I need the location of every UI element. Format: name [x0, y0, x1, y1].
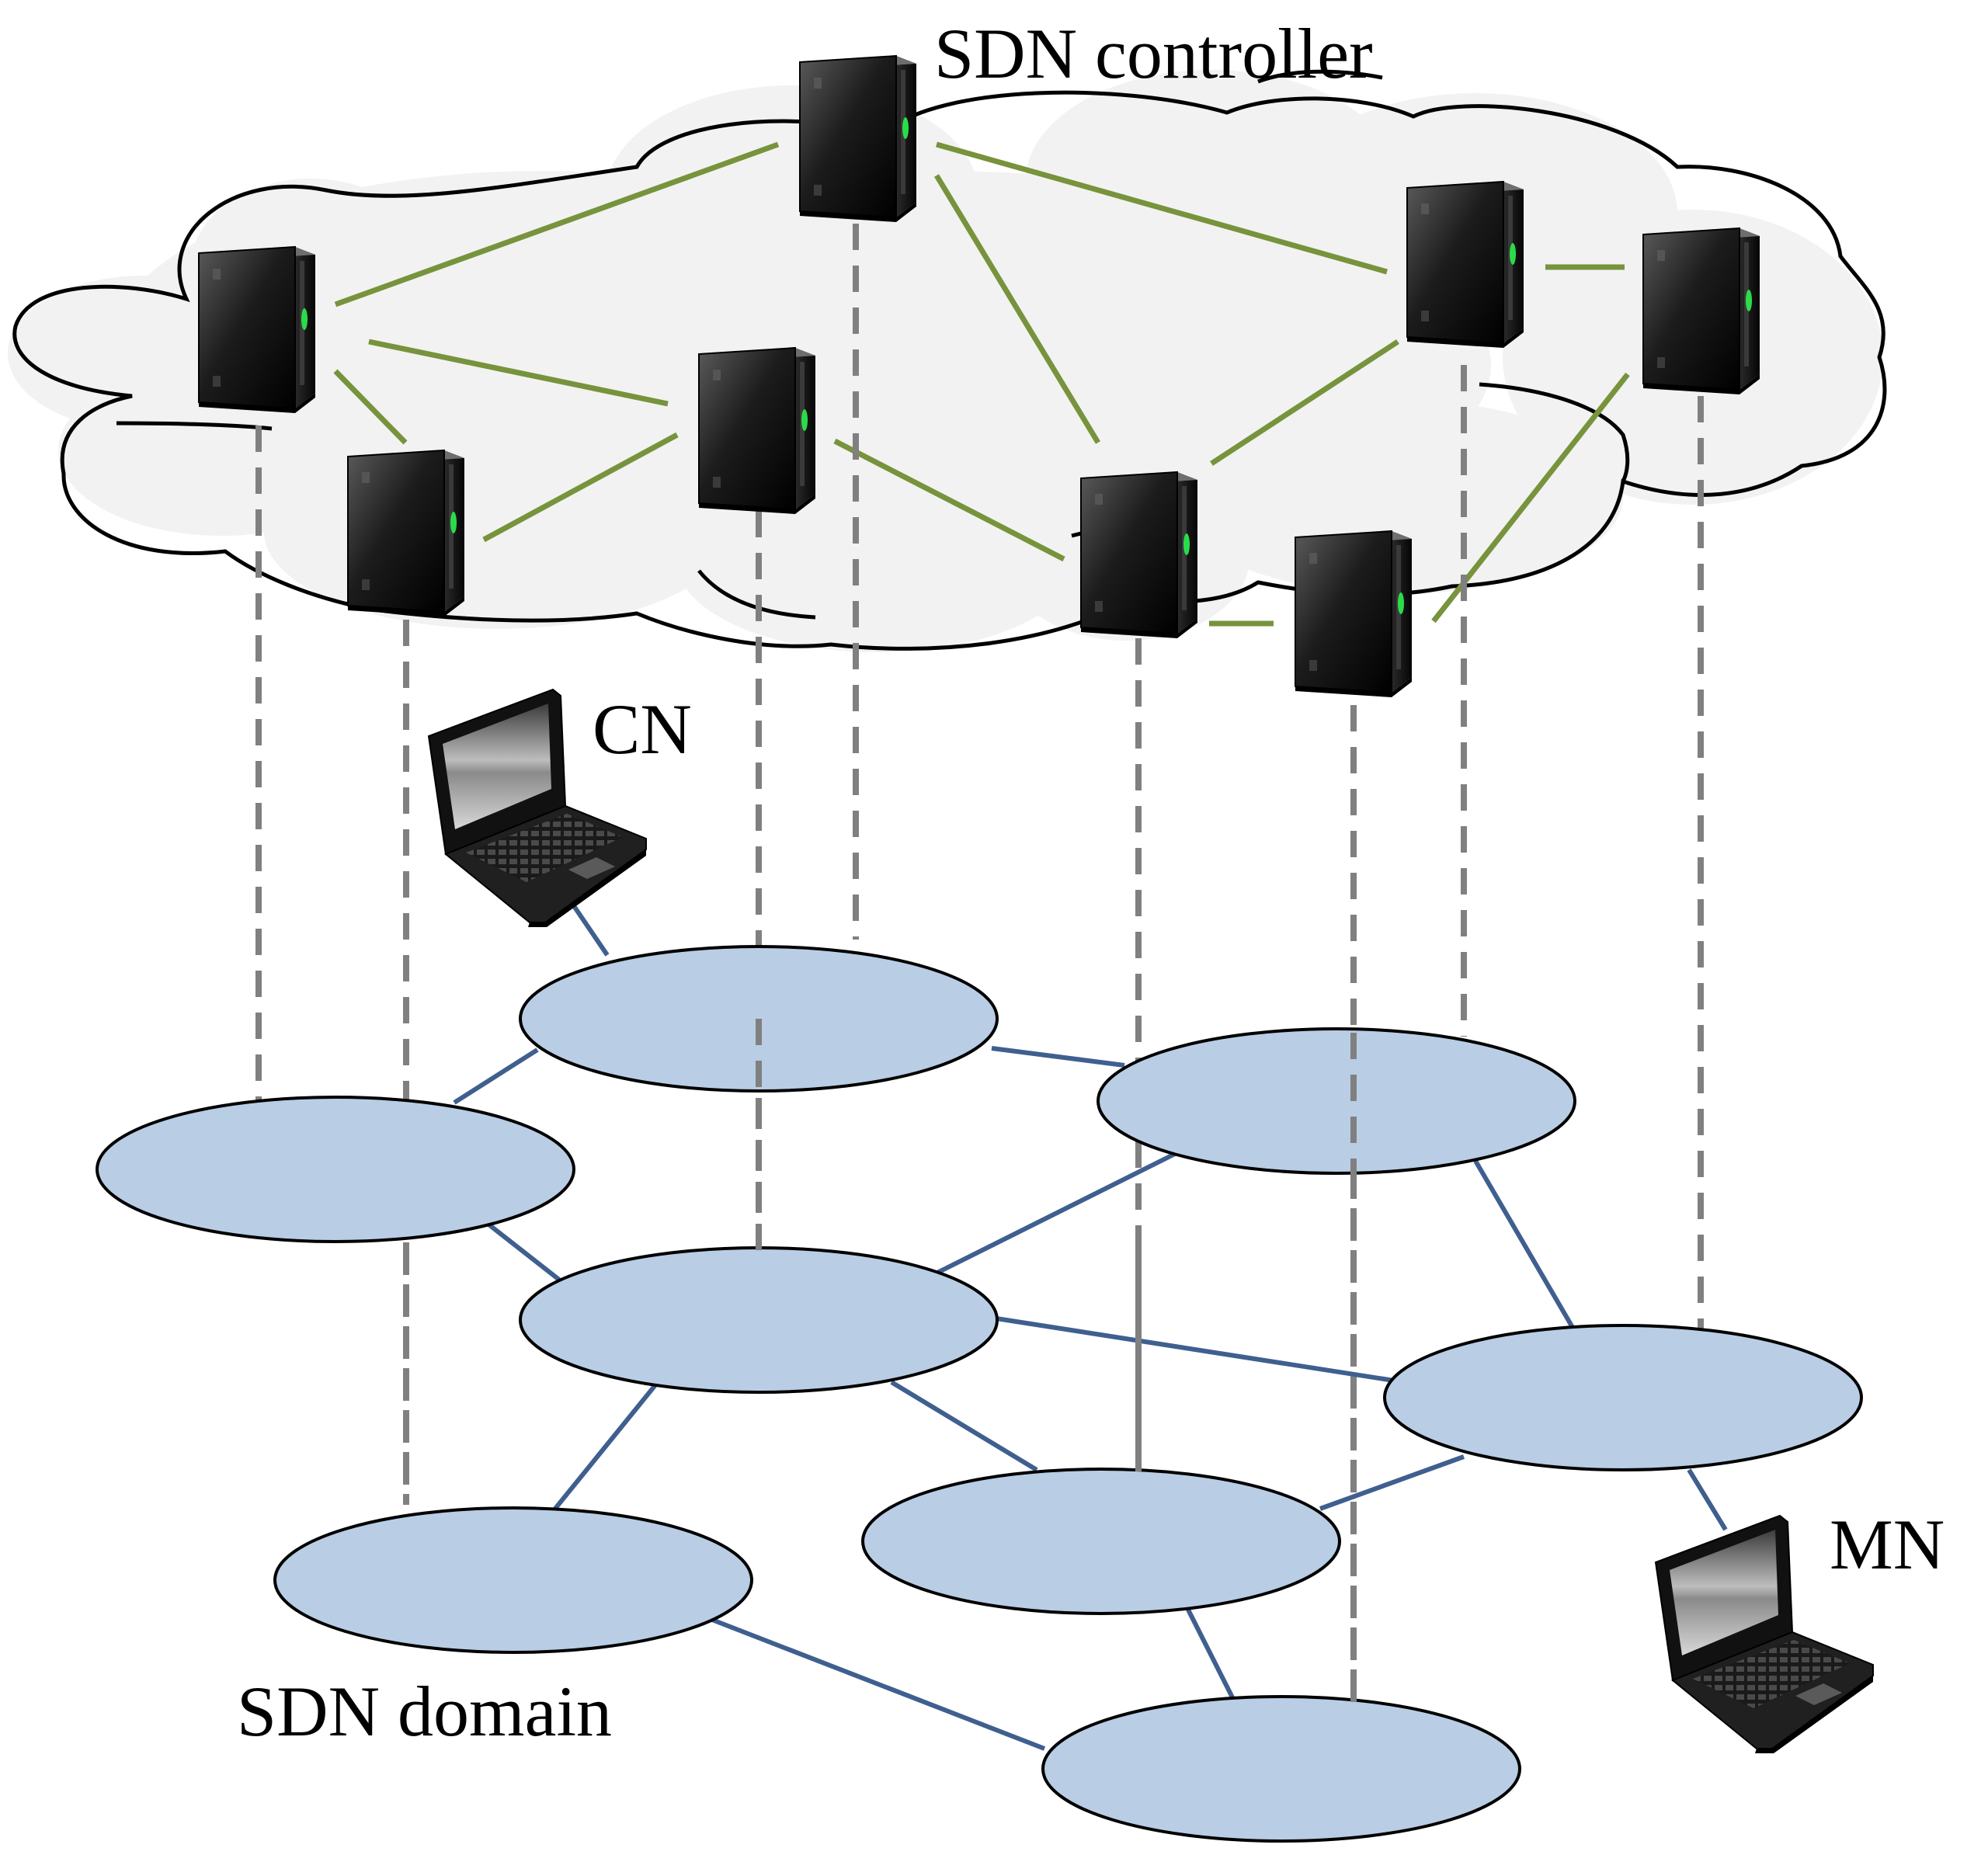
controller-server-icon: [1295, 530, 1413, 698]
switch-link: [453, 1047, 539, 1105]
controller-link: [368, 339, 669, 407]
switch-link: [934, 1151, 1178, 1276]
switch-link: [1186, 1608, 1237, 1704]
controller-label: SDN controller: [934, 14, 1373, 93]
controller-link: [936, 141, 1388, 275]
sdn-switch: [273, 1506, 753, 1654]
controller-server-icon: [347, 450, 465, 617]
switch-link: [482, 1218, 561, 1282]
controller-link: [334, 141, 780, 307]
controller-link: [333, 369, 408, 445]
switch-link: [1473, 1159, 1579, 1336]
domain-label: SDN domain: [237, 1672, 612, 1751]
controller-server-icon: [1080, 471, 1198, 639]
controller-server-icon: [799, 55, 917, 223]
sdn-switch: [1097, 1027, 1576, 1175]
controller-link: [1210, 339, 1399, 466]
controller-link: [934, 174, 1100, 444]
switch-link: [711, 1617, 1046, 1751]
switch-link: [552, 1381, 660, 1511]
controller-server-icon: [198, 246, 316, 414]
host-link: [1687, 1468, 1728, 1531]
cn-label: CN: [593, 690, 692, 769]
sdn-switch: [861, 1468, 1341, 1615]
sdn-switch: [1041, 1695, 1521, 1843]
switch-link: [991, 1046, 1125, 1068]
controller-link: [482, 432, 679, 543]
controller-server-icon: [698, 347, 816, 515]
controller-server-icon: [1642, 228, 1760, 395]
controller-link: [833, 438, 1065, 562]
host-link: [567, 898, 610, 957]
switch-link: [996, 1316, 1395, 1383]
sdn-switch: [519, 1246, 999, 1394]
switch-link: [1319, 1454, 1465, 1511]
mn-label: MN: [1830, 1505, 1945, 1584]
controller-server-icon: [1406, 181, 1524, 349]
sdn-switch: [96, 1096, 575, 1243]
sdn-switch: [1383, 1324, 1863, 1471]
switch-link: [890, 1380, 1038, 1472]
